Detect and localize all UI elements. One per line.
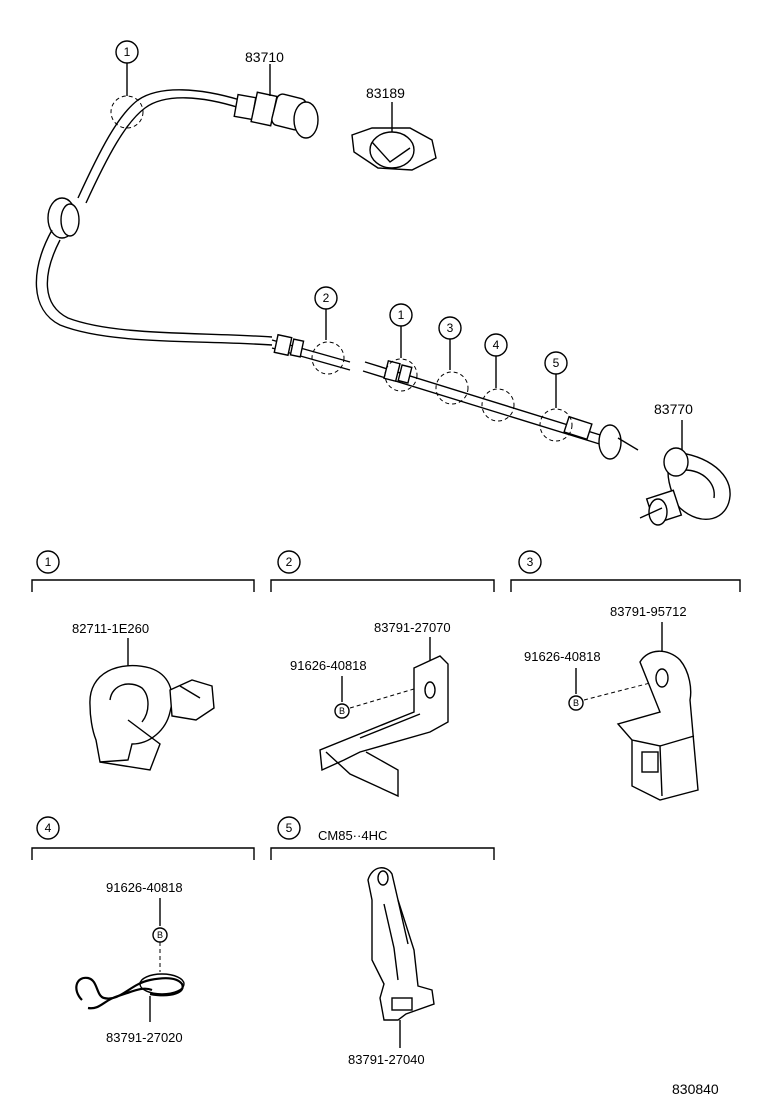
label-91626-40818-d2: 91626-40818 (290, 658, 367, 673)
detail-4: 4 91626-40818 B (31, 816, 255, 1022)
svg-text:3: 3 (527, 555, 534, 569)
callout-1-lower: 1 (384, 303, 418, 392)
speedometer-cable (35, 89, 639, 460)
note-cm85-4hc: CM85··4HC (318, 828, 387, 843)
clamp-83189 (351, 102, 437, 171)
label-83791-27020: 83791-27020 (106, 1030, 183, 1045)
bolt-marker-b (568, 695, 584, 711)
svg-text:5: 5 (286, 821, 293, 835)
cable-end-nut (598, 424, 622, 460)
svg-text:1: 1 (124, 45, 131, 59)
label-83710: 83710 (245, 49, 284, 65)
svg-text:B: B (573, 698, 579, 708)
detail-5: 5 CM85··4HC (270, 816, 495, 1048)
svg-text:1: 1 (398, 308, 405, 322)
svg-text:3: 3 (447, 321, 454, 335)
cable-end-83770 (639, 420, 731, 526)
label-83791-95712: 83791-95712 (610, 604, 687, 619)
callout-5: 5 (539, 351, 573, 442)
svg-text:2: 2 (323, 291, 330, 305)
svg-text:2: 2 (286, 555, 293, 569)
callout-4: 4 (481, 333, 515, 422)
svg-text:1: 1 (45, 555, 52, 569)
label-83189: 83189 (366, 85, 405, 101)
label-83791-27040: 83791-27040 (348, 1052, 425, 1067)
detail-2: 2 83791-27070 91626-40818 B (270, 550, 495, 798)
callout-2: 2 (311, 286, 345, 375)
callout-3: 3 (435, 316, 469, 405)
label-82711-1E260: 82711-1E260 (72, 621, 149, 636)
callout-1-upper: 1 (110, 40, 144, 129)
label-83791-27070: 83791-27070 (374, 620, 451, 635)
speed-sensor (233, 64, 319, 139)
svg-text:B: B (339, 706, 345, 716)
svg-text:5: 5 (553, 356, 560, 370)
detail-1: 1 82711-1E260 (31, 550, 255, 771)
label-83770: 83770 (654, 401, 693, 417)
detail-3: 3 83791-95712 91626-40818 B (510, 550, 741, 801)
label-91626-40818-d4: 91626-40818 (106, 880, 183, 895)
svg-text:B: B (157, 930, 163, 940)
diagram-code: 830840 (672, 1081, 719, 1097)
bolt-marker-b (334, 703, 350, 719)
svg-text:4: 4 (45, 821, 52, 835)
label-91626-40818-d3: 91626-40818 (524, 649, 601, 664)
svg-text:4: 4 (493, 338, 500, 352)
